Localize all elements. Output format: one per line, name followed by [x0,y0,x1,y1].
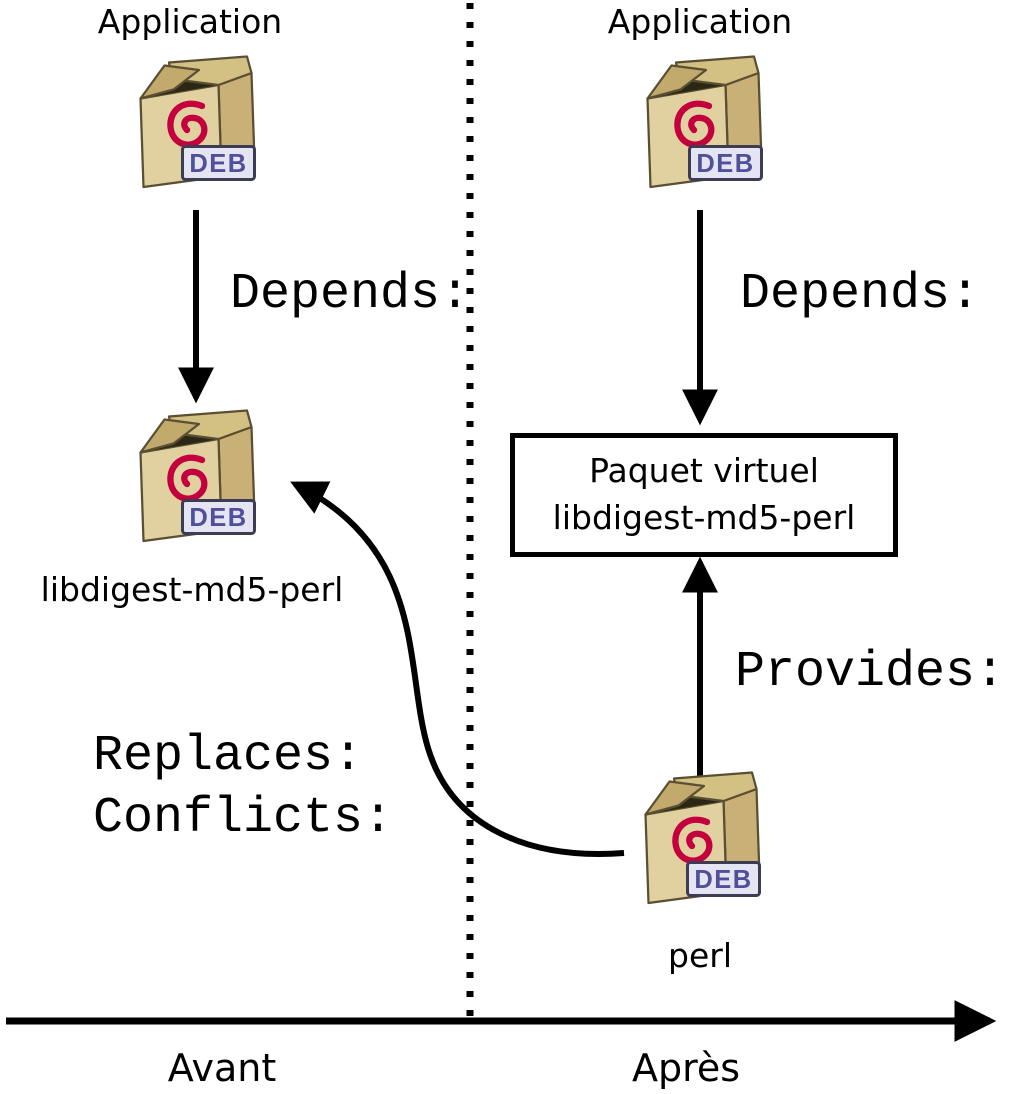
right-application-label: Application [607,2,793,41]
deb-package-icon-left-application [118,52,268,202]
virtual-package-box: Paquet virtuel libdigest-md5-perl [510,433,898,557]
right-depends-label: Depends: [740,266,981,323]
deb-package-icon-right-application [625,52,775,202]
deb-package-icon-libdigest [118,406,268,556]
left-application-label: Application [97,2,283,41]
left-depends-label: Depends: [230,266,471,323]
before-label: Avant [167,1046,277,1090]
conflicts-label: Conflicts: [93,790,394,847]
libdigest-package-label: libdigest-md5-perl [40,570,344,609]
deb-package-icon-perl [623,768,773,918]
after-label: Après [631,1046,741,1090]
virtual-package-line2: libdigest-md5-perl [552,498,856,537]
provides-label: Provides: [735,644,1006,701]
replaces-label: Replaces: [93,728,364,785]
perl-package-label: perl [668,936,732,975]
virtual-package-line1: Paquet virtuel [589,451,819,491]
